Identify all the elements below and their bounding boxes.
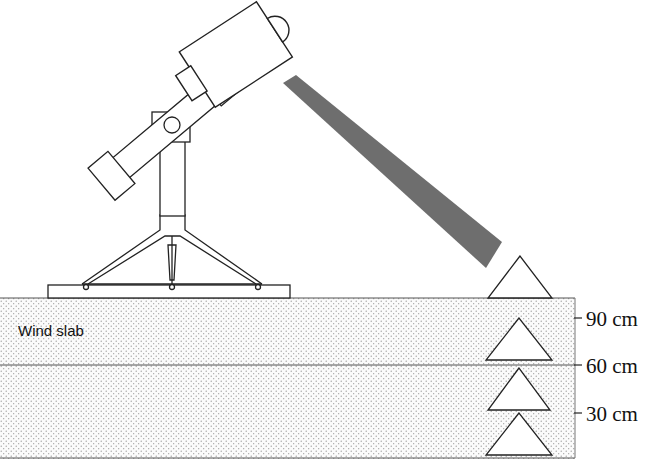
layer-label: Wind slab [18, 323, 84, 338]
laser-beam [283, 75, 502, 268]
depth-label: 60 cm [586, 356, 638, 377]
tripod [82, 215, 262, 290]
snow-pack [0, 298, 575, 459]
base-plate [48, 285, 290, 298]
reflector-targets [486, 256, 552, 455]
depth-label: 90 cm [586, 309, 638, 330]
depth-label: 30 cm [586, 404, 638, 425]
